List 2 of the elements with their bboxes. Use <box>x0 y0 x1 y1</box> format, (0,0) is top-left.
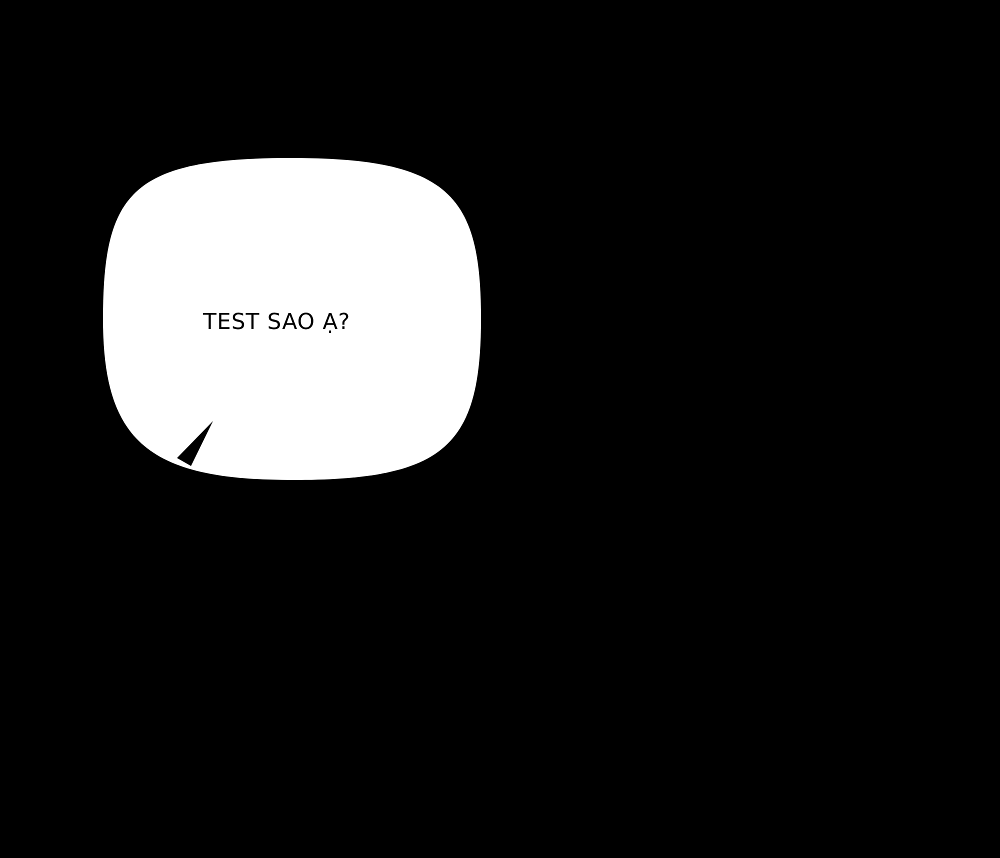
speech-bubble <box>103 158 481 480</box>
speech-text: TEST SAO Ạ? <box>203 310 350 335</box>
